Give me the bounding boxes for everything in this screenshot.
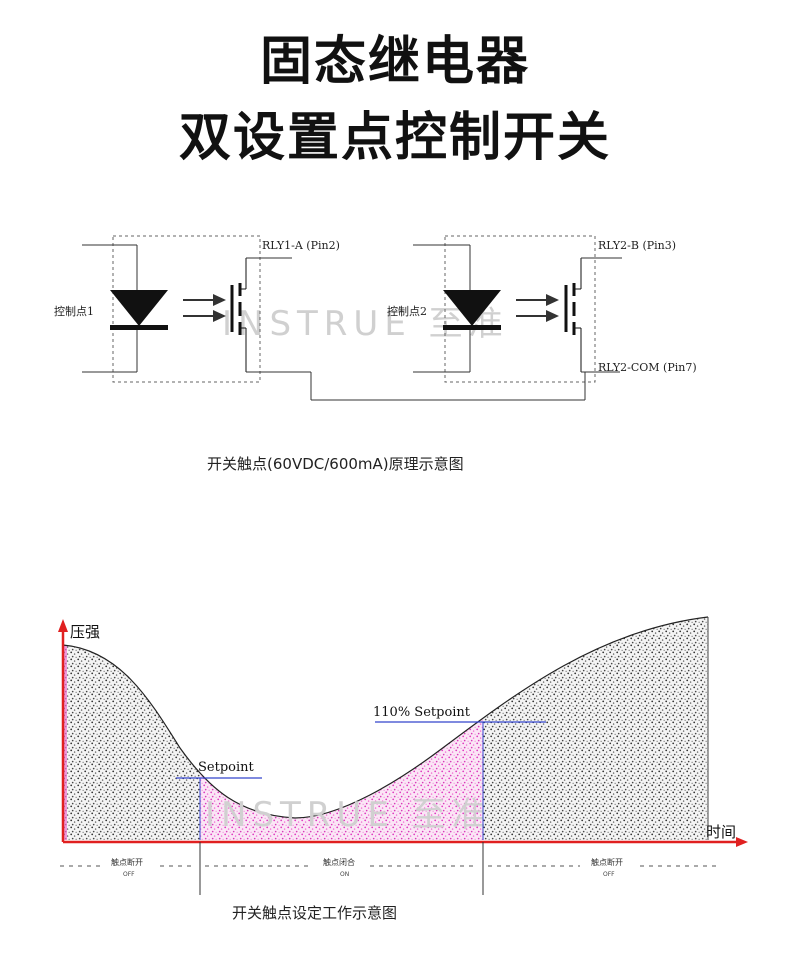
pressure-area <box>63 617 708 840</box>
circuit-watermark: INSTRUE 至准 <box>222 304 509 344</box>
relay-1-terminal-label: RLY1-A (Pin2) <box>262 239 340 252</box>
control-point-1-label: 控制点1 <box>54 304 94 318</box>
control-point-2-label: 控制点2 <box>387 304 427 318</box>
y-axis-label: 压强 <box>70 623 100 641</box>
led-diode-1-icon <box>110 290 168 326</box>
circuit-caption: 开关触点(60VDC/600mA)原理示意图 <box>207 455 464 473</box>
relay-1-box <box>112 235 261 383</box>
pressure-chart: INSTRUE 至准 Setpoint 110% Setpoint 压强 时间 … <box>58 616 748 922</box>
led-diode-2-icon <box>443 290 501 326</box>
pressure-curve <box>62 616 709 819</box>
zone-mid-en: ON <box>340 871 349 878</box>
zone-mid-cn: 触点闭合 <box>323 857 355 867</box>
relay-2-terminal-b-label: RLY2-B (Pin3) <box>598 239 676 252</box>
page-title-line-1: 固态继电器 <box>259 32 530 92</box>
zone-left-en: OFF <box>123 871 135 878</box>
relay-2-box <box>444 235 596 383</box>
relay-2-terminal-com-label: RLY2-COM (Pin7) <box>598 361 697 374</box>
x-axis-label: 时间 <box>706 823 736 841</box>
setpoint-label: Setpoint <box>198 760 255 775</box>
chart-watermark: INSTRUE 至准 <box>205 795 492 835</box>
page-title-line-2: 双设置点控制开关 <box>178 108 611 168</box>
circuit-diagram: INSTRUE 至准 控制点1 RLY1-A (Pin2) <box>54 235 697 473</box>
zone-right-cn: 触点断开 <box>591 857 623 867</box>
x-axis-arrow-icon <box>736 837 748 847</box>
setpoint-110-label: 110% Setpoint <box>373 705 471 720</box>
zone-left-cn: 触点断开 <box>111 857 143 867</box>
zone-right-en: OFF <box>603 871 615 878</box>
y-axis-arrow-icon <box>58 619 68 632</box>
chart-caption: 开关触点设定工作示意图 <box>232 904 397 922</box>
